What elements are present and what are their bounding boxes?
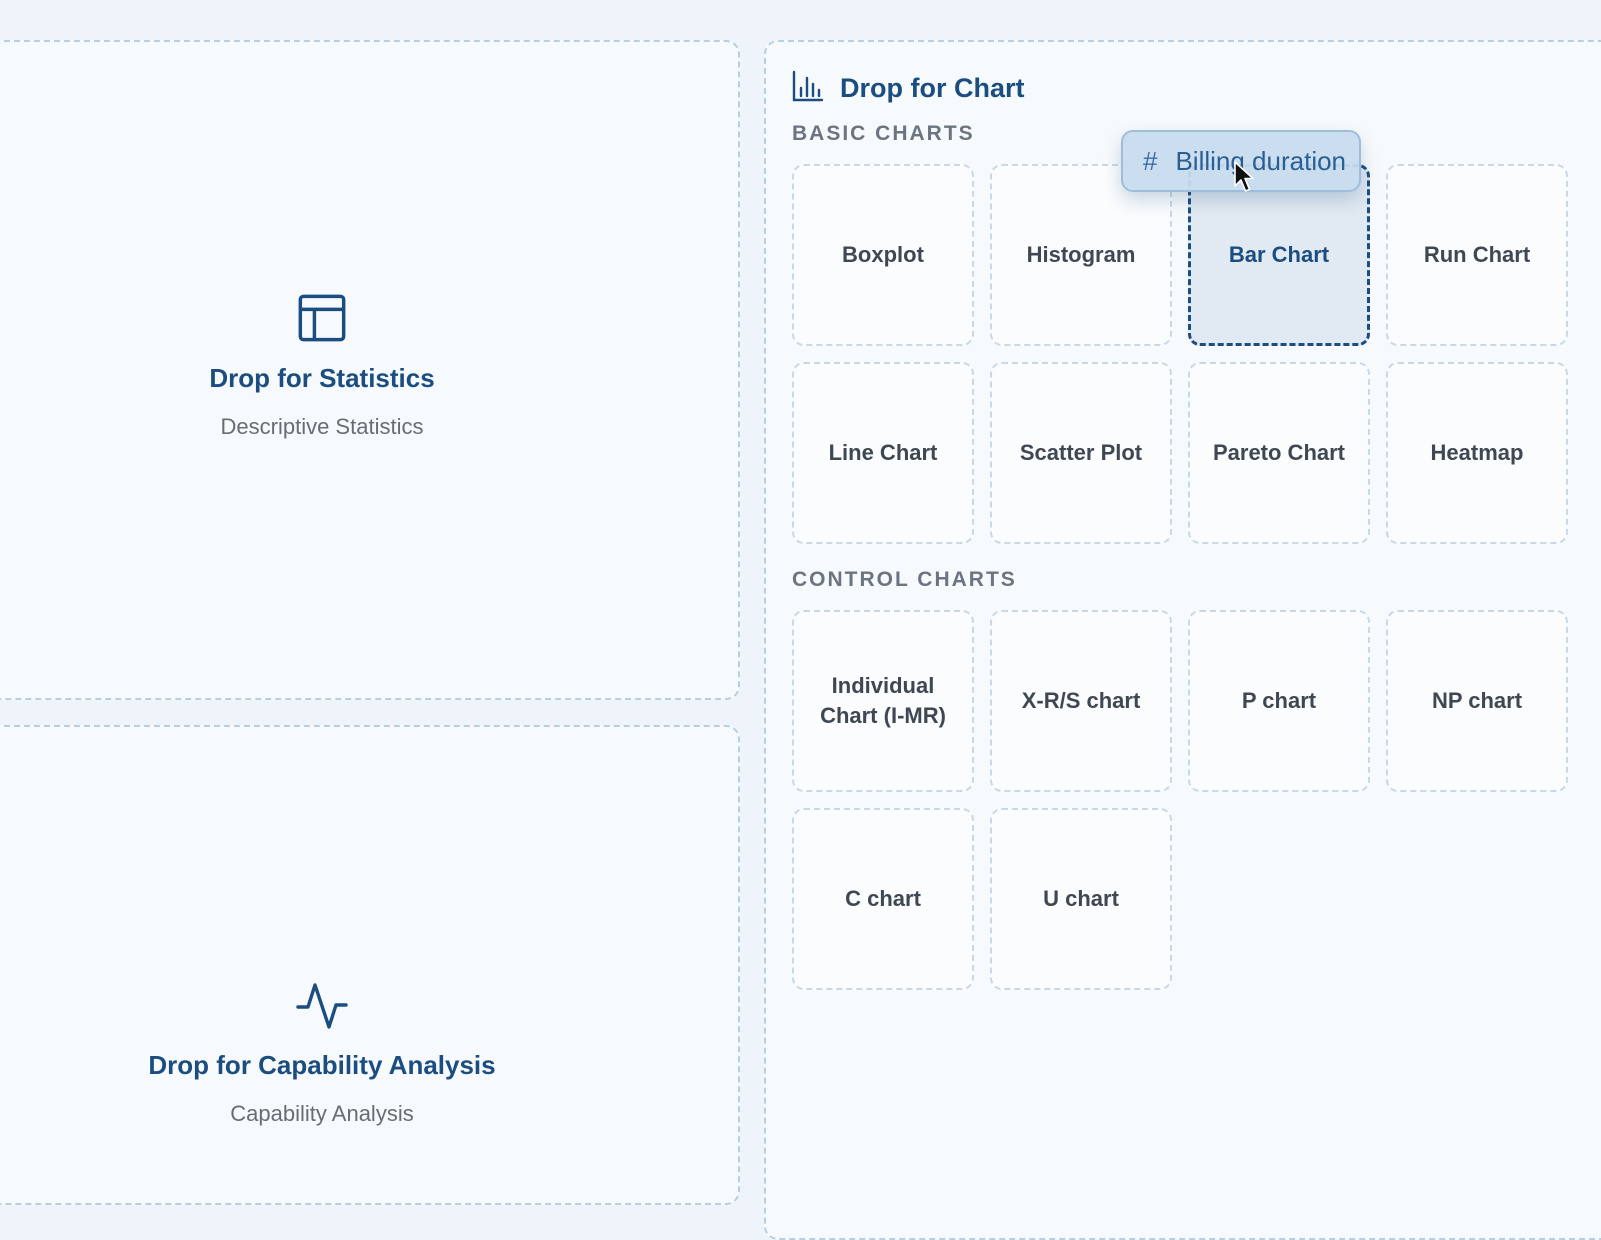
chart-option-u-chart[interactable]: U chart [990,808,1172,990]
chart-option-scatter-plot[interactable]: Scatter Plot [990,362,1172,544]
mouse-cursor-icon [1233,160,1255,194]
chart-option-individual-chart-i-mr[interactable]: Individual Chart (I-MR) [792,610,974,792]
dragged-variable-chip[interactable]: # Billing duration [1121,130,1361,192]
chart-option-line-chart[interactable]: Line Chart [792,362,974,544]
chart-option-histogram[interactable]: Histogram [990,164,1172,346]
chart-option-run-chart[interactable]: Run Chart [1386,164,1568,346]
numeric-variable-icon: # [1143,145,1158,176]
chart-option-x-r-s-chart[interactable]: X-R/S chart [990,610,1172,792]
chart-option-pareto-chart[interactable]: Pareto Chart [1188,362,1370,544]
table-icon [296,292,348,344]
capability-subtitle: Capability Analysis [230,1101,414,1126]
capability-drop-zone[interactable]: Drop for Capability Analysis Capability … [0,725,740,1205]
statistics-title: Drop for Statistics [209,363,435,393]
chart-header: Drop for Chart [792,70,1025,107]
pulse-icon [296,979,348,1031]
capability-drop-content: Drop for Capability Analysis Capability … [0,979,662,1127]
basic-charts-heading: BASIC CHARTS [792,122,975,145]
chart-option-heatmap[interactable]: Heatmap [1386,362,1568,544]
bar-chart-icon [792,70,824,107]
chart-option-p-chart[interactable]: P chart [1188,610,1370,792]
statistics-drop-content: Drop for Statistics Descriptive Statisti… [0,292,662,440]
chart-option-c-chart[interactable]: C chart [792,808,974,990]
statistics-drop-zone[interactable]: Drop for Statistics Descriptive Statisti… [0,40,740,700]
control-charts-heading: CONTROL CHARTS [792,568,1017,591]
chart-option-np-chart[interactable]: NP chart [1386,610,1568,792]
chart-option-boxplot[interactable]: Boxplot [792,164,974,346]
dragged-variable-label: Billing duration [1175,145,1347,176]
statistics-subtitle: Descriptive Statistics [220,414,424,439]
chart-title: Drop for Chart [840,73,1025,103]
capability-title: Drop for Capability Analysis [148,1050,496,1080]
